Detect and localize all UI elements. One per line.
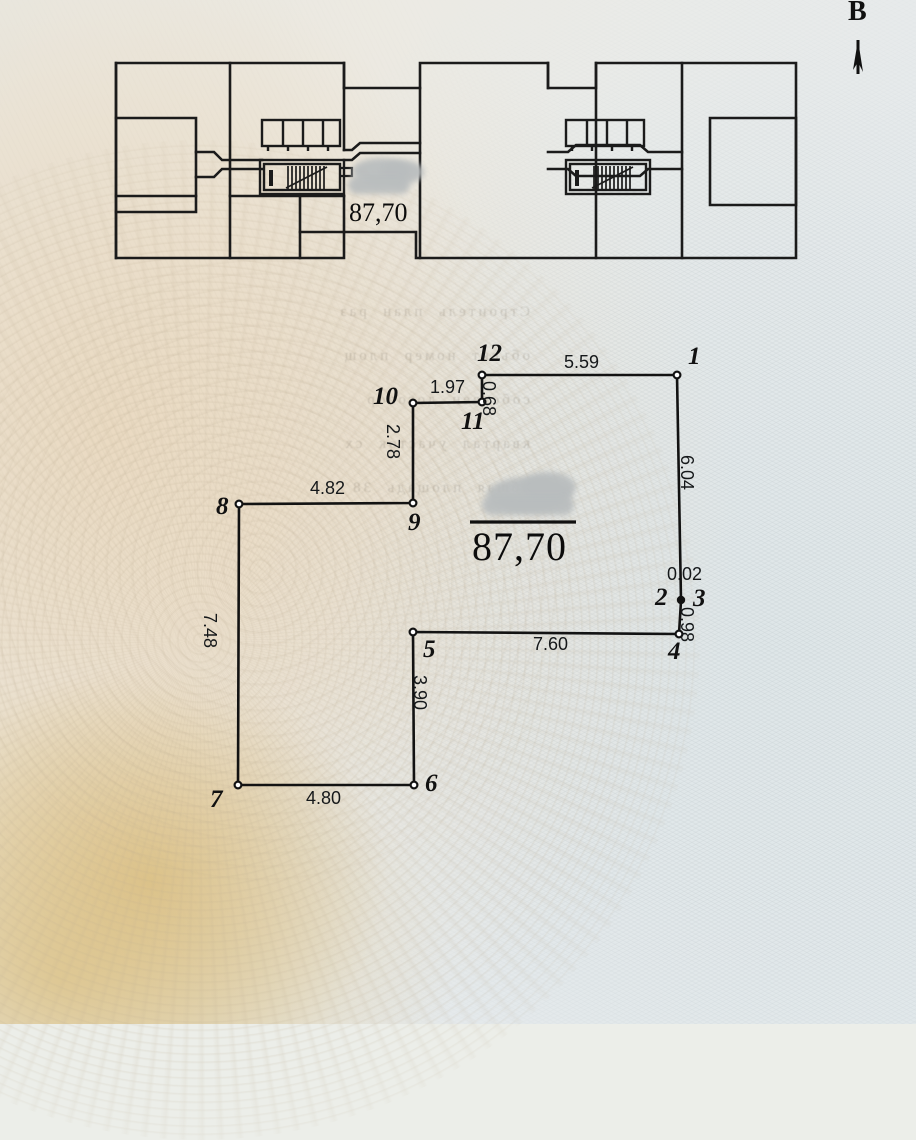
corner-letter-b: B (848, 0, 867, 27)
dimension-label-8-9: 4.82 (310, 478, 346, 498)
parcel-point-label-6: 6 (425, 770, 438, 797)
parcel-point-label-2: 2 (655, 584, 668, 611)
parcel-point-label-4: 4 (668, 638, 681, 665)
dimension-label-4-5: 7.60 (533, 634, 569, 654)
dimension-label-7-8: 7.48 (200, 613, 220, 649)
floor-plan-area-label: 87,70 (349, 198, 408, 227)
parcel-point-label-11: 11 (461, 408, 485, 435)
parcel-point-label-5: 5 (423, 636, 436, 663)
dimension-label-9-10: 2.78 (383, 424, 403, 460)
parcel-point-label-9: 9 (408, 509, 421, 536)
dimension-label-10-11: 1.97 (430, 377, 466, 397)
dimension-label-2-3: 0.02 (667, 564, 703, 584)
dimension-label-3-4: 0.98 (677, 607, 697, 643)
parcel-point-label-7: 7 (210, 786, 223, 813)
security-diagonal-texture (0, 0, 916, 1024)
dimension-label-11-12: 0.68 (479, 381, 499, 417)
parcel-redaction-smudge-3 (482, 495, 574, 515)
parcel-point-label-10: 10 (373, 383, 398, 410)
dimension-label-12-1: 5.59 (564, 352, 600, 372)
parcel-point-label-3: 3 (693, 585, 706, 612)
parcel-area-label: 87,70 (472, 524, 567, 569)
dimension-label-6-7: 4.80 (306, 788, 342, 808)
parcel-point-label-1: 1 (688, 343, 701, 370)
parcel-point-label-12: 12 (477, 340, 502, 367)
floor-plan-redaction-smudge-3 (348, 176, 410, 194)
dimension-label-1-2: 6.04 (677, 455, 697, 491)
dimension-label-5-6: 3.90 (410, 675, 430, 711)
parcel-point-label-8: 8 (216, 493, 229, 520)
